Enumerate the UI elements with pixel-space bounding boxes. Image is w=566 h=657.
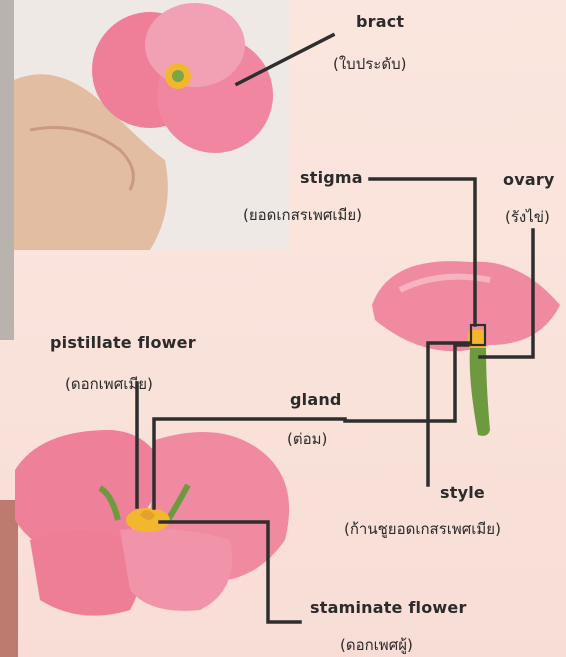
left-strip-bottom	[0, 500, 18, 657]
ovary-label-thai: (รังไข่)	[505, 205, 550, 229]
pistillate-label: pistillate flower	[50, 333, 196, 352]
side-stem	[470, 348, 490, 436]
left-strip	[0, 0, 14, 340]
stigma-label-thai: (ยอดเกสรเพศเมีย)	[243, 203, 362, 227]
bract-label: bract	[356, 12, 404, 31]
staminate-label: staminate flower	[310, 598, 467, 617]
ovary-label: ovary	[503, 170, 555, 189]
style-label: style	[440, 483, 485, 502]
gland-leader-right	[345, 345, 468, 421]
gland-label: gland	[290, 390, 342, 409]
cyathium-core	[172, 70, 184, 82]
style-label-thai: (ก้านชูยอดเกสรเพศเมีย)	[344, 517, 501, 541]
bottom-bract-front-right	[120, 529, 232, 611]
style-leader	[428, 343, 470, 485]
bract-top	[145, 3, 245, 87]
bract-label-thai: (ใบประดับ)	[333, 52, 406, 76]
staminate-label-thai: (ดอกเพศผู้)	[340, 633, 413, 657]
pistillate-label-thai: (ดอกเพศเมีย)	[65, 372, 153, 396]
stigma-label: stigma	[300, 168, 363, 187]
gland-label-thai: (ต่อม)	[287, 427, 327, 451]
